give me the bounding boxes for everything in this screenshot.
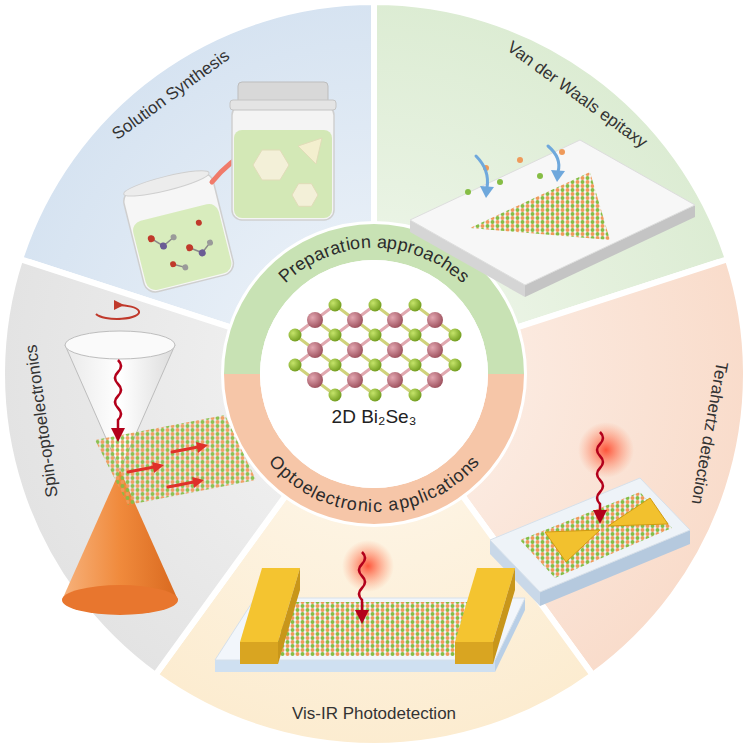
ring-letter: i xyxy=(368,495,373,518)
sector-title: Vis-IR Photodetection xyxy=(292,704,456,724)
reaction-jars xyxy=(120,82,336,294)
epitaxy-substrate xyxy=(410,140,695,297)
ring-title: Preparation approaches xyxy=(275,231,475,288)
core-label: 2D Bi₂Se₃ xyxy=(332,405,417,429)
ring-letter: n xyxy=(357,494,369,517)
ring-letter: a xyxy=(376,231,387,254)
crystal-structure xyxy=(289,299,462,402)
ring-letter: o xyxy=(349,232,362,256)
spin-cones xyxy=(62,300,256,615)
core-disc xyxy=(260,260,488,488)
ring-title: Optoelectronic applications xyxy=(266,451,484,518)
ring-letter: n xyxy=(360,231,371,254)
photodetector-device xyxy=(215,540,525,672)
ring-letter xyxy=(371,231,376,254)
terahertz-device xyxy=(490,422,690,606)
ring-letter: c xyxy=(373,495,383,518)
